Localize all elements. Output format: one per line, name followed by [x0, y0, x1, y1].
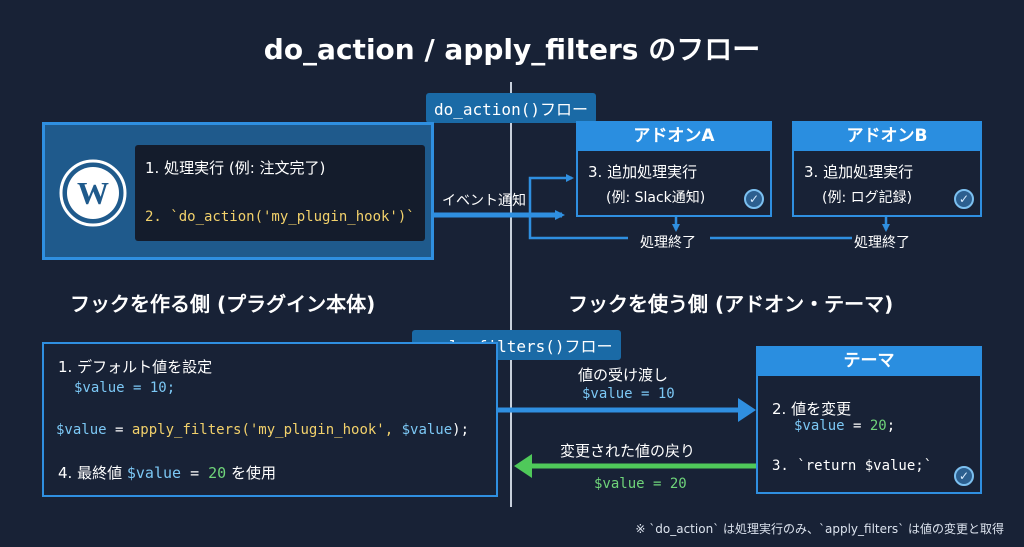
footnote: ※ `do_action` は処理実行のみ、`apply_filters` は値…	[635, 522, 1004, 536]
apply-filters-call: $value = apply_filters('my_plugin_hook',…	[56, 422, 469, 438]
core-step-2: 2. `do_action('my_plugin_hook')`	[145, 209, 415, 225]
page-title: do_action / apply_filters のフロー	[263, 33, 761, 66]
left-section-heading: フックを作る側 (プラグイン本体)	[70, 292, 376, 316]
addon-a-header: アドオンA	[576, 121, 772, 151]
addon-a-line1: 3. 追加処理実行	[588, 163, 698, 181]
theme-eq: =	[844, 418, 870, 434]
done-connector	[528, 215, 628, 240]
filter-step-4: 4. 最終値 $value = 20 を使用	[58, 462, 276, 483]
event-notify-label: イベント通知	[442, 193, 526, 209]
filter-step-1-code: $value = 10;	[74, 380, 176, 396]
step4-num: 20	[208, 464, 227, 482]
pass-code: $value = 10	[582, 386, 675, 402]
theme-end: ;	[886, 418, 896, 434]
filter-step-1: 1. デフォルト値を設定	[58, 358, 213, 376]
addon-a-done: 処理終了	[640, 235, 696, 251]
theme-header: テーマ	[756, 346, 982, 376]
call-eq: =	[106, 422, 132, 438]
addon-a-line2: (例: Slack通知)	[606, 190, 706, 206]
section-divider	[510, 82, 512, 507]
check-circle-icon: ✓	[954, 189, 974, 209]
core-step-1: 1. 処理実行 (例: 注文完了)	[145, 159, 326, 177]
check-circle-icon: ✓	[744, 189, 764, 209]
step4-label: 4. 最終値	[58, 464, 127, 482]
call-arg: $value	[401, 422, 453, 438]
return-label: 変更された値の戻り	[560, 442, 696, 460]
return-code: $value = 20	[594, 476, 687, 492]
branch-arrow-a	[528, 174, 574, 215]
do-action-flow-tag: do_action()フロー	[426, 93, 596, 123]
svg-text:W: W	[77, 175, 109, 211]
wordpress-logo: W	[59, 159, 127, 227]
check-circle-icon: ✓	[954, 466, 974, 486]
addon-b-done: 処理終了	[854, 235, 910, 251]
call-fn: apply_filters('my_plugin_hook',	[131, 422, 402, 438]
addon-b-line1: 3. 追加処理実行	[804, 163, 914, 181]
step4-suffix: を使用	[226, 464, 276, 482]
call-end: );	[452, 422, 470, 438]
theme-step-3: 3. `return $value;`	[772, 458, 933, 474]
addon-b-line2: (例: ログ記録)	[822, 190, 913, 206]
right-section-heading: フックを使う側 (アドオン・テーマ)	[568, 292, 894, 316]
theme-step-2: 2. 値を変更	[772, 400, 852, 418]
filter-plugin-box: 1. デフォルト値を設定 $value = 10; $value = apply…	[42, 342, 498, 497]
call-var: $value	[56, 422, 107, 438]
pass-label: 値の受け渡し	[578, 366, 669, 384]
theme-body: 2. 値を変更 $value = 20; 3. `return $value;`…	[756, 376, 982, 494]
addon-a-body: 3. 追加処理実行 (例: Slack通知) ✓	[576, 151, 772, 217]
step4-var: $value	[126, 464, 182, 482]
core-steps-panel: 1. 処理実行 (例: 注文完了) 2. `do_action('my_plug…	[135, 145, 425, 241]
step4-eq: =	[181, 464, 209, 482]
addon-b-body: 3. 追加処理実行 (例: ログ記録) ✓	[792, 151, 982, 217]
theme-var: $value	[794, 418, 845, 434]
theme-num: 20	[869, 418, 887, 434]
addon-b-header: アドオンB	[792, 121, 982, 151]
plugin-core-box: W 1. 処理実行 (例: 注文完了) 2. `do_action('my_pl…	[42, 122, 434, 260]
theme-step-2-code: $value = 20;	[794, 418, 895, 434]
